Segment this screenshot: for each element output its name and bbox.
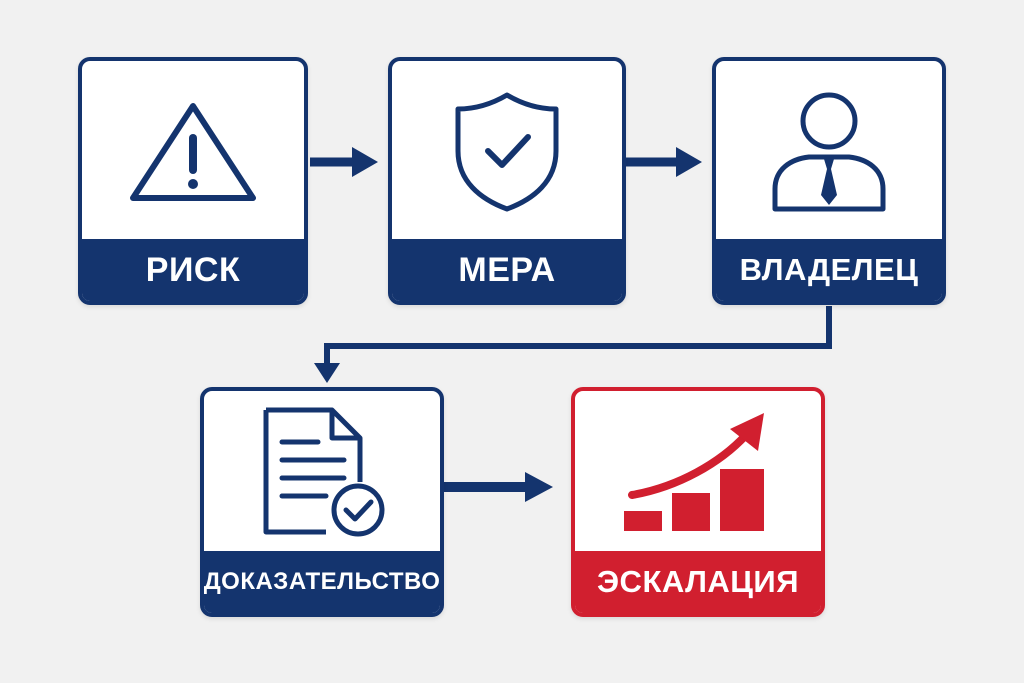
warning-triangle-icon <box>123 96 263 206</box>
arrow-risk-to-measure <box>310 147 378 177</box>
step-card-measure: МЕРА <box>388 57 626 305</box>
arrow-measure-to-owner <box>626 147 702 177</box>
step-card-owner: ВЛАДЕЛЕЦ <box>712 57 946 305</box>
step-label-evidence: ДОКАЗАТЕЛЬСТВО <box>204 551 440 613</box>
arrow-evidence-to-escalation <box>444 472 553 502</box>
rising-bars-icon <box>618 407 778 537</box>
step-card-escalation: ЭСКАЛАЦИЯ <box>571 387 825 617</box>
arrow-owner-to-evidence <box>314 306 832 383</box>
shield-check-icon <box>452 89 562 214</box>
step-label-escalation: ЭСКАЛАЦИЯ <box>575 551 821 613</box>
step-label-risk: РИСК <box>82 239 304 301</box>
person-tie-icon <box>769 89 889 214</box>
step-label-owner: ВЛАДЕЛЕЦ <box>716 239 942 301</box>
document-check-icon <box>252 402 392 542</box>
step-card-evidence: ДОКАЗАТЕЛЬСТВО <box>200 387 444 617</box>
step-label-measure: МЕРА <box>392 239 622 301</box>
step-card-risk: РИСК <box>78 57 308 305</box>
